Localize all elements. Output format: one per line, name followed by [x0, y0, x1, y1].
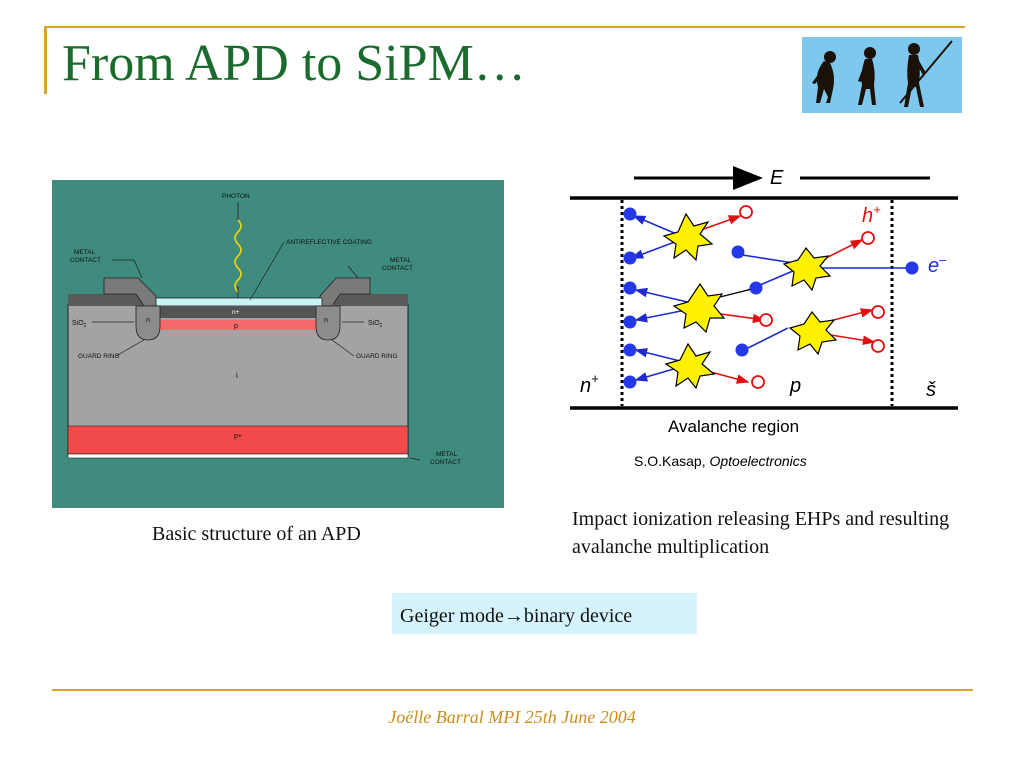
label-sio2-left: SiO2: [72, 320, 87, 329]
avalanche-caption: Impact ionization releasing EHPs and res…: [572, 508, 950, 558]
hole-label: h+: [862, 202, 881, 227]
p-label: p: [789, 375, 801, 397]
callout-text: Geiger mode→binary device: [400, 605, 633, 627]
figure-credit: S.O.Kasap, Optoelectronics: [634, 453, 807, 469]
label-guard-ring-left: GUARD RING: [78, 353, 120, 360]
label-antireflective: ANTIREFLECTIVE COATING: [286, 239, 372, 246]
label-sio2-right: SiO2: [368, 320, 383, 329]
label-n-plus: n+: [232, 309, 240, 316]
avalanche-region-label: Avalanche region: [668, 417, 799, 436]
label-n-left: n: [146, 317, 150, 324]
label-metal-contact-left-1: METAL: [74, 249, 96, 256]
s-label: š: [926, 379, 936, 401]
label-metal-contact-left-2: CONTACT: [70, 257, 101, 264]
label-n-right: n: [324, 317, 328, 324]
avalanche-diagram: E: [570, 166, 958, 469]
label-i: i: [236, 371, 238, 380]
n-plus-label: n+: [580, 371, 599, 397]
label-metal-contact-right-2: CONTACT: [382, 265, 413, 272]
electron-label: e–: [928, 252, 947, 277]
slide-title: From APD to SiPM…: [62, 35, 526, 92]
callout-box: [392, 593, 697, 634]
label-p-plus: p+: [234, 433, 242, 440]
title-frame-horizontal: [44, 26, 965, 28]
label-p: p: [234, 323, 238, 330]
e-field-label: E: [770, 167, 784, 189]
label-guard-ring-right: GUARD RING: [356, 353, 398, 360]
slide-footer: Joëlle Barral MPI 25th June 2004: [388, 707, 636, 727]
label-metal-contact-bottom-1: METAL: [436, 451, 458, 458]
footer-divider: [52, 689, 973, 691]
label-photon: PHOTON: [222, 193, 250, 200]
title-frame-vertical: [44, 26, 47, 94]
label-metal-contact-bottom-2: CONTACT: [430, 459, 461, 466]
label-metal-contact-right-1: METAL: [390, 257, 412, 264]
apd-structure-diagram: PHOTON ANTIREFLECTIVE COATING METAL CONT…: [52, 180, 504, 508]
evolution-icon: [802, 37, 962, 113]
apd-caption: Basic structure of an APD: [152, 523, 361, 545]
